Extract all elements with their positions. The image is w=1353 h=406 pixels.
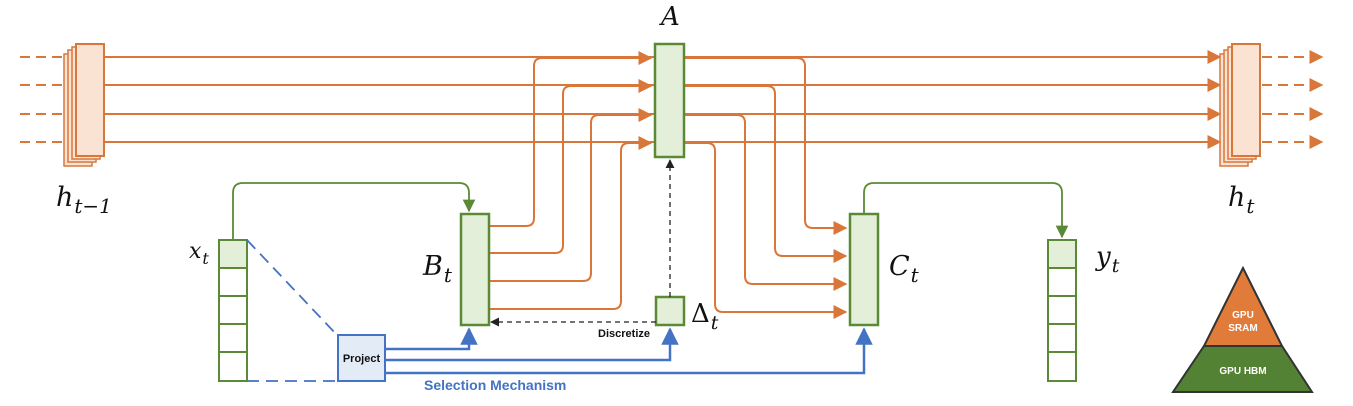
b-to-a-paths	[489, 51, 653, 310]
x-to-b-arrow	[232, 182, 476, 240]
project-box	[337, 334, 386, 382]
discretize-label: Discretize	[598, 328, 650, 340]
label-h-next: ht	[1228, 182, 1255, 218]
state-h-next	[1219, 43, 1261, 167]
label-x: xt	[189, 239, 209, 268]
selection-mechanism-label: Selection Mechanism	[424, 377, 566, 393]
project-label: Project	[343, 353, 381, 365]
matrix-a	[653, 42, 686, 159]
pyramid-sram-line2: SRAM	[1228, 323, 1257, 334]
pyramid-hbm-label: GPU HBM	[1219, 366, 1266, 377]
state-input-dashes	[20, 56, 66, 143]
label-delta: Δt	[691, 299, 719, 334]
a-to-c-paths	[684, 57, 848, 319]
input-x-column	[218, 239, 248, 382]
state-h-prev	[63, 43, 105, 167]
label-y: yt	[1095, 242, 1120, 277]
output-y-column	[1047, 239, 1077, 382]
selection-arrows	[385, 327, 873, 375]
matrix-c	[848, 212, 880, 327]
label-b: Bt	[422, 251, 453, 287]
pyramid-sram	[1202, 265, 1284, 347]
label-a: A	[659, 2, 680, 32]
label-c: Ct	[889, 251, 920, 287]
matrix-b	[459, 212, 491, 327]
pyramid-hbm	[1171, 345, 1314, 393]
projection-dashes	[246, 239, 338, 382]
pyramid-sram-line1: GPU	[1232, 310, 1254, 321]
label-h-prev: ht−1	[56, 182, 112, 218]
delta-box	[654, 295, 686, 327]
c-to-y-arrow	[863, 182, 1069, 239]
gpu-memory-pyramid: GPU SRAM GPU HBM	[1171, 265, 1314, 393]
state-output-dashes	[1262, 50, 1324, 149]
